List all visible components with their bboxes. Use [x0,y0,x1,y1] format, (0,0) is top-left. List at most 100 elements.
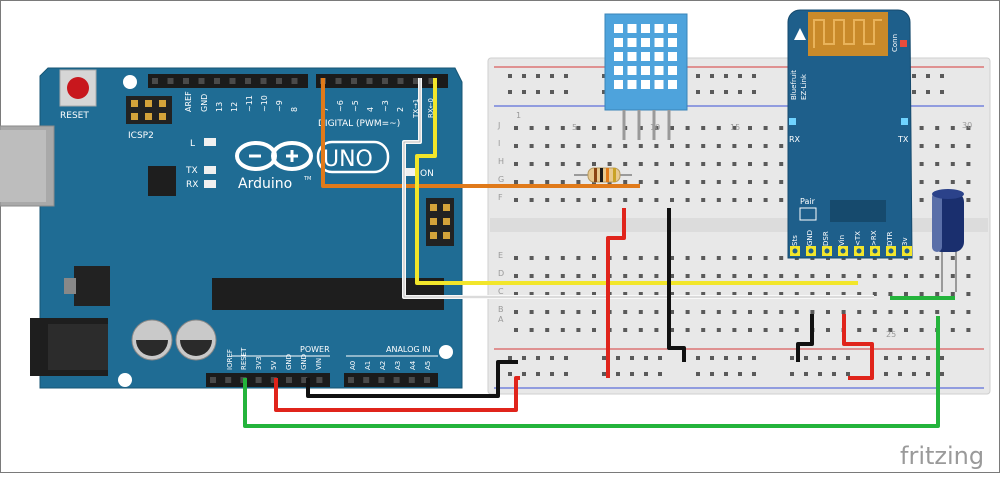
breadboard-hole [966,162,971,166]
rail-hole [724,74,728,78]
rail-hole [564,372,568,376]
breadboard-hole [732,144,737,148]
rail-hole [602,74,606,78]
breadboard-hole [841,292,846,296]
breadboard-hole [919,274,924,278]
dht-vent [668,24,677,33]
rail-hole [884,356,888,360]
dht-vent [641,24,650,33]
header-pin [366,78,373,84]
rail-hole [710,372,714,376]
led-l [204,138,216,146]
breadboard-hole [904,292,908,296]
breadboard-hole [748,126,752,130]
pin-label-rx0: RX←0 [427,98,435,118]
dht-vent [668,52,677,61]
wire-orange[interactable] [321,78,640,188]
bluetooth-pcb [787,9,913,259]
rail-hole [616,356,620,360]
pin-label-3: ~3 [381,100,390,112]
breadboard-hole [748,274,752,278]
breadboard-hole [607,162,612,166]
breadboard-hole [950,144,955,148]
breadboard-hole [779,328,784,332]
rail-hole [564,90,568,94]
wire-black-bluetooth[interactable] [796,314,814,362]
wire-black-gnd[interactable] [306,360,518,398]
rail-hole [710,90,714,94]
bt-pin-hole [888,248,894,254]
pin-label-a3: A3 [394,361,402,370]
wire-yellow[interactable] [415,78,858,285]
breadboard-hole [779,274,784,278]
breadboard-hole [950,256,955,260]
rail-hole [696,372,700,376]
bluetooth-name-1: Bluefruit [790,70,798,100]
wire-green-reset[interactable] [243,316,940,428]
analog-header [344,373,438,387]
breadboard-hole [748,162,752,166]
wire-red-5v[interactable] [274,376,520,412]
voltage-regulator [74,266,110,306]
power-header [206,373,330,387]
row-letter-c: C [498,287,504,296]
rail-hole [536,90,540,94]
breadboard-hole [966,126,971,130]
breadboard-hole [779,256,784,260]
reset-label: RESET [60,111,89,121]
dht-vent [641,38,650,47]
breadboard-hole [950,310,955,314]
dht-vent [654,38,664,47]
bt-pin-label-dsr: DSR [822,231,830,246]
pin-label-gnd2: GND [300,354,308,370]
rail-hole [818,356,822,360]
breadboard-hole [966,180,971,184]
pin-label-5: ~5 [351,100,360,112]
pin-label-tx1: TX→1 [412,99,420,119]
breadboard-hole [841,310,846,314]
breadboard-hole [514,198,518,202]
breadboard-hole [623,292,628,296]
breadboard-hole [560,162,565,166]
breadboard-hole [732,180,737,184]
dht-vent [654,24,664,33]
reset-button-cap[interactable] [67,77,89,99]
pin-label-a1: A1 [364,361,372,370]
dht-vent [614,80,623,89]
rail-hole [550,74,554,78]
wire-black-sensor[interactable] [667,208,686,362]
breadboard-hole [514,162,518,166]
pin-label-13: 13 [215,102,224,112]
pin-label-6: ~6 [336,100,345,112]
led-on [404,168,416,176]
led-l-label: L [190,139,195,149]
breadboard-hole [950,274,955,278]
pair-button[interactable] [799,207,817,221]
breadboard-hole [701,328,706,332]
wire-red-bluetooth[interactable] [842,314,874,380]
breadboard-hole [935,180,940,184]
breadboard-hole [732,256,737,260]
dht-vent [668,66,677,75]
pair-label: Pair [800,197,816,206]
rail-hole [926,356,930,360]
header-pin [382,78,388,84]
rail-hole [696,90,700,94]
breadboard-hole [716,180,721,184]
rail-hole [752,372,756,376]
wire-white-outline [403,78,874,298]
arduino-tm: TM [303,176,311,182]
breadboard-hole [576,198,581,202]
bt-pin-label-3v: 3v [901,237,909,246]
breadboard-hole [685,198,690,202]
row-letter-e: E [498,251,503,260]
breadboard-hole [904,328,908,332]
breadboard-hole [888,328,893,332]
breadboard-hole [701,126,706,130]
digital-label: DIGITAL (PWM=~) [318,119,400,129]
breadboard-hole [560,144,565,148]
breadboard-hole [670,256,674,260]
rail-hole [752,74,756,78]
wire-red-sensor[interactable] [606,208,626,378]
